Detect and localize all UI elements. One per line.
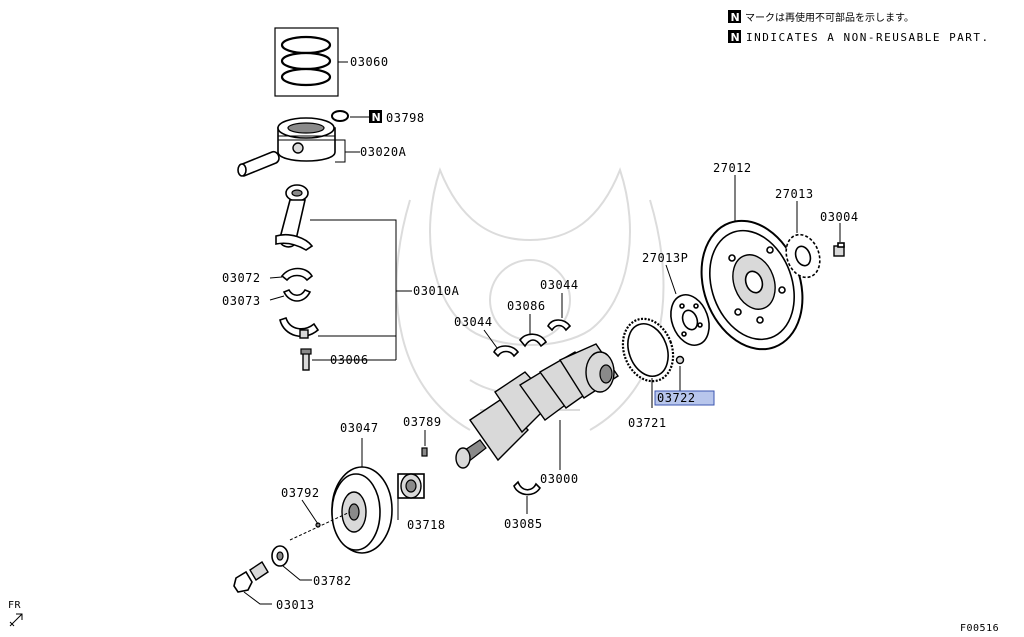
label-03798[interactable]: 03798 — [386, 111, 425, 125]
pulley-03047[interactable] — [331, 466, 393, 554]
connecting-rod[interactable] — [275, 184, 314, 251]
figure-id: F00516 — [960, 623, 999, 634]
crankshaft-03000[interactable] — [455, 343, 619, 469]
label-03086[interactable]: 03086 — [507, 299, 546, 313]
label-03013[interactable]: 03013 — [276, 598, 315, 612]
non-reusable-marker-icon — [369, 110, 382, 123]
bearing-upper-03072[interactable] — [280, 267, 314, 282]
label-03085[interactable]: 03085 — [504, 517, 543, 531]
bolt-03722[interactable] — [675, 355, 685, 365]
highlight-03722 — [654, 390, 715, 406]
label-03782[interactable]: 03782 — [313, 574, 352, 588]
notice-en-text: INDICATES A NON-REUSABLE PART. — [746, 31, 990, 44]
notice-en-row: N INDICATES A NON-REUSABLE PART. — [728, 30, 990, 44]
key-03789[interactable] — [421, 447, 428, 457]
bearing-lower-03073[interactable] — [282, 288, 312, 302]
label-03004[interactable]: 03004 — [820, 210, 859, 224]
notice-jp-text: マークは再使用不可部品を示します。 — [745, 11, 914, 24]
label-03047[interactable]: 03047 — [340, 421, 379, 435]
piston-03020A[interactable] — [277, 117, 336, 162]
label-27013[interactable]: 27013 — [775, 187, 814, 201]
label-03718[interactable]: 03718 — [407, 518, 446, 532]
non-reusable-marker-icon — [728, 10, 741, 23]
marker-letter: N — [372, 111, 381, 124]
label-03020A[interactable]: 03020A — [360, 145, 407, 159]
label-03010A[interactable]: 03010A — [413, 284, 460, 298]
adapter-plate-27013P[interactable] — [664, 289, 716, 350]
label-03000[interactable]: 03000 — [540, 472, 579, 486]
fr-arrow-icon — [9, 613, 23, 627]
label-03044-right[interactable]: 03044 — [540, 278, 579, 292]
drive-plate-27012[interactable] — [684, 207, 819, 364]
connecting-rod-cap[interactable] — [279, 316, 320, 339]
pulley-bolt-03013[interactable] — [233, 561, 269, 593]
ring-gear-03721[interactable] — [615, 312, 682, 389]
marker-letter: N — [731, 31, 740, 44]
fr-label: FR — [8, 600, 22, 611]
label-03006[interactable]: 03006 — [330, 353, 369, 367]
label-03789[interactable]: 03789 — [403, 415, 442, 429]
label-03721[interactable]: 03721 — [628, 416, 667, 430]
bolt-03004[interactable] — [833, 242, 845, 257]
label-03072[interactable]: 03072 — [222, 271, 261, 285]
washer-03782[interactable] — [271, 545, 289, 567]
thrust-bearing-left[interactable] — [493, 345, 520, 358]
label-03792[interactable]: 03792 — [281, 486, 320, 500]
label-27012[interactable]: 27012 — [713, 161, 752, 175]
rod-bolt-03006[interactable] — [300, 348, 312, 371]
shim-plate-27013[interactable] — [780, 230, 825, 282]
sprocket-03718[interactable] — [397, 473, 425, 499]
thrust-bearing-right[interactable] — [547, 319, 572, 332]
label-03722[interactable]: 03722 — [657, 391, 696, 405]
notice-jp-row: N マークは再使用不可部品を示します。 — [728, 10, 914, 24]
non-reusable-marker-icon — [728, 30, 741, 43]
marker-letter: N — [731, 11, 740, 24]
label-03060[interactable]: 03060 — [350, 55, 389, 69]
label-03044-left[interactable]: 03044 — [454, 315, 493, 329]
label-03073[interactable]: 03073 — [222, 294, 261, 308]
main-bearing-lower-03085[interactable] — [513, 480, 542, 496]
piston-pin[interactable] — [237, 150, 280, 178]
label-27013P[interactable]: 27013P — [642, 251, 688, 265]
snap-ring-03798[interactable] — [331, 110, 349, 122]
main-bearing-upper-03086[interactable] — [518, 333, 548, 348]
piston-rings-03060[interactable] — [274, 27, 339, 97]
